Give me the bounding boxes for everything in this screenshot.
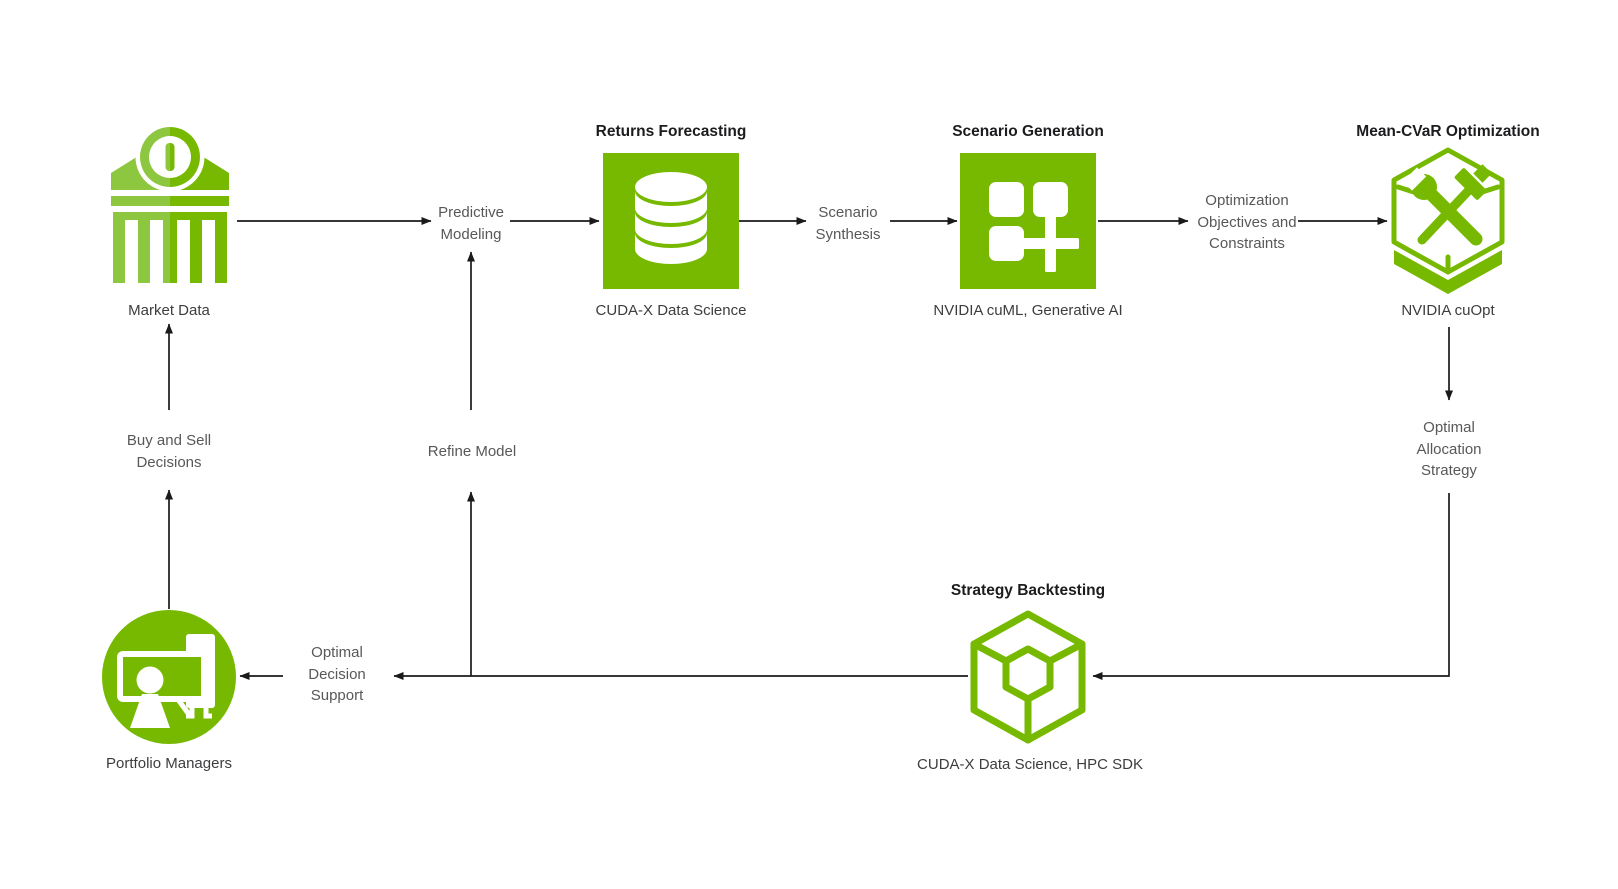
returns-forecasting-label: CUDA-X Data Science xyxy=(595,302,747,319)
analyst-icon xyxy=(102,610,236,744)
buy-sell-label: Buy and Sell Decisions xyxy=(126,432,212,471)
optimal-allocation-label: Optimal Allocation Strategy xyxy=(1416,419,1482,479)
scenario-generation-label: NVIDIA cuML, Generative AI xyxy=(933,302,1123,319)
strategy-backtesting-label: CUDA-X Data Science, HPC SDK xyxy=(917,756,1143,773)
strategy-backtesting-title: Strategy Backtesting xyxy=(950,582,1106,599)
refine-model-label: Refine Model xyxy=(427,443,517,460)
scenario-synthesis-label: Scenario Synthesis xyxy=(815,204,881,243)
database-icon xyxy=(603,153,739,289)
wireframe-cube-icon xyxy=(970,610,1086,744)
returns-forecasting-title: Returns Forecasting xyxy=(595,123,747,140)
optimal-decision-label: Optimal Decision Support xyxy=(308,644,366,704)
grid-plus-icon xyxy=(960,153,1096,289)
market-data-label: Market Data xyxy=(128,302,210,319)
bank-icon xyxy=(111,122,229,283)
mean-cvar-label: NVIDIA cuOpt xyxy=(1401,302,1495,319)
mean-cvar-title: Mean-CVaR Optimization xyxy=(1356,123,1540,140)
wrench-hammer-glyph xyxy=(1402,164,1492,246)
tools-hexagon-icon xyxy=(1391,147,1505,294)
optimization-objectives-label: Optimization Objectives and Constraints xyxy=(1197,192,1297,252)
scenario-generation-title: Scenario Generation xyxy=(952,123,1104,140)
arrow-allocation-to-backtesting xyxy=(1092,493,1450,680)
predictive-modeling-label: Predictive Modeling xyxy=(438,204,504,243)
portfolio-managers-label: Portfolio Managers xyxy=(106,755,232,772)
